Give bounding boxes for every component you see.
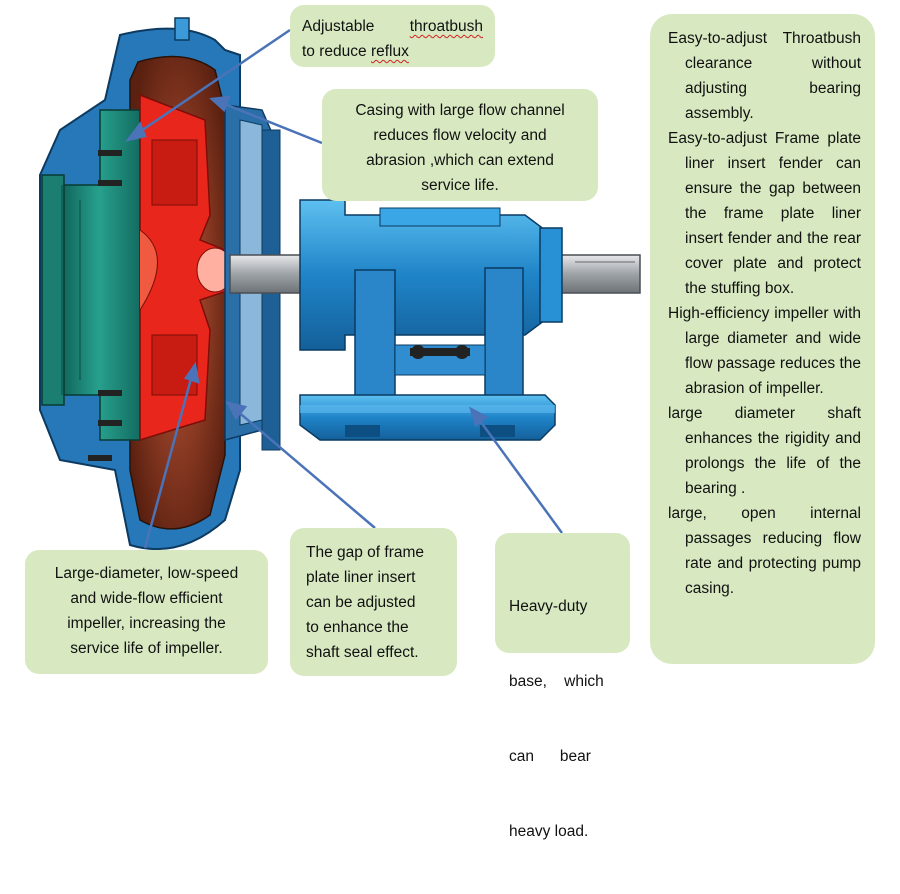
base-line-2: base, which — [509, 673, 604, 690]
frame-gap-line-1: The gap of frame — [306, 544, 425, 561]
pump-diagram: Adjustable throatbush to reduce reflux C… — [25, 5, 875, 840]
side-feature-panel: Easy-to-adjust Throatbush clearance with… — [650, 14, 875, 664]
throatbush-line2-a: to reduce — [302, 43, 367, 60]
feature-item-3: High-efficiency impeller with large diam… — [668, 305, 862, 397]
frame-gap-line-5: shaft seal effect. — [306, 644, 419, 661]
callout-impeller: Large-diameter, low-speed and wide-flow … — [25, 550, 268, 674]
casing-line-3: abrasion ,which can extend — [366, 152, 554, 169]
pointer-arrows — [124, 28, 564, 549]
frame-gap-line-4: to enhance the — [306, 619, 409, 636]
slurry-pump-illustration — [39, 17, 641, 551]
callout-throatbush: Adjustable throatbush to reduce reflux — [290, 5, 495, 67]
feature-item-2: Easy-to-adjust Frame plate liner insert … — [668, 130, 861, 297]
callout-casing: Casing with large flow channel reduces f… — [322, 89, 598, 201]
impeller-line-4: service life of impeller. — [70, 640, 223, 657]
callout-frame-gap: The gap of frame plate liner insert can … — [290, 528, 457, 676]
base-line-3: can bear — [509, 748, 591, 765]
feature-item-4: large diameter shaft enhances the rigidi… — [668, 405, 861, 497]
callout-base: Heavy-duty base, which can bear heavy lo… — [495, 533, 630, 840]
feature-list: Easy-to-adjust Throatbush clearance with… — [668, 26, 861, 601]
impeller-line-1: Large-diameter, low-speed — [54, 565, 239, 582]
casing-line-2: reduces flow velocity and — [373, 127, 547, 144]
pump-base — [299, 394, 556, 441]
throatbush-line2-b: reflux — [370, 43, 409, 60]
casing-line-4: service life. — [421, 177, 499, 194]
frame-gap-line-2: plate liner insert — [306, 569, 416, 586]
bearing-assembly — [299, 199, 563, 401]
impeller-line-3: impeller, increasing the — [67, 615, 226, 632]
feature-item-1: Easy-to-adjust Throatbush clearance with… — [668, 30, 861, 122]
throatbush-line1-b: throatbush — [409, 18, 483, 35]
impeller-line-2: and wide-flow efficient — [70, 590, 223, 607]
frame-gap-line-3: can be adjusted — [306, 594, 416, 611]
front-liner-plate — [41, 109, 141, 461]
casing-line-1: Casing with large flow channel — [355, 102, 565, 119]
throatbush-line1-a: Adjustable — [302, 18, 375, 35]
base-line-1: Heavy-duty — [509, 598, 588, 615]
impeller — [139, 93, 246, 442]
base-line-4: heavy load. — [509, 823, 589, 840]
feature-item-5: large, open internal passages reducing f… — [668, 505, 861, 597]
